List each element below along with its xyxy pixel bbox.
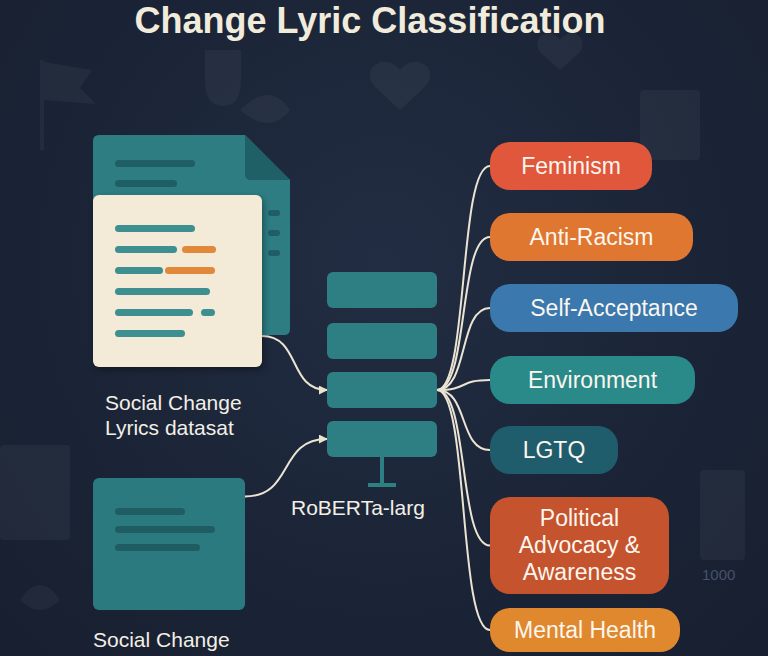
category-pill: Self-Acceptance xyxy=(490,284,738,332)
category-label: Feminism xyxy=(521,153,621,180)
category-pill: Mental Health xyxy=(490,608,680,652)
dataset-document xyxy=(93,478,245,610)
model-stack: RoBERTa-larg xyxy=(285,272,445,522)
text-lines xyxy=(93,195,262,367)
dataset-label: Social Change xyxy=(93,628,293,652)
watermark-number: 1000 xyxy=(702,566,735,583)
category-pill: Anti-Racism xyxy=(490,213,693,261)
category-pill: Feminism xyxy=(490,142,652,190)
dataset-label: Social Change Lyrics datasat xyxy=(105,390,283,440)
document-icon: Social Change Lyrics datasat xyxy=(93,135,292,435)
model-base xyxy=(368,483,396,487)
connector xyxy=(262,336,327,390)
document-icon: Social Change xyxy=(93,478,293,654)
category-label: Mental Health xyxy=(514,617,656,644)
connector xyxy=(437,166,490,390)
model-layer xyxy=(327,372,437,408)
model-layer xyxy=(327,323,437,359)
category-label: Environment xyxy=(528,367,657,394)
connector xyxy=(437,380,490,390)
category-label: Anti-Racism xyxy=(530,224,654,251)
model-layer xyxy=(327,421,437,457)
category-label: LGTQ xyxy=(523,437,586,464)
model-label: RoBERTa-larg xyxy=(291,496,425,520)
dataset-document-front xyxy=(93,195,262,367)
category-pill: LGTQ xyxy=(490,426,618,474)
model-stem xyxy=(380,457,384,485)
connector xyxy=(245,439,327,496)
category-pill: Political Advocacy & Awareness xyxy=(490,497,669,594)
category-pill: Environment xyxy=(490,356,695,404)
connector xyxy=(437,237,490,390)
diagram-title: Change Lyric Classification xyxy=(0,0,740,42)
category-label: Self-Acceptance xyxy=(530,295,697,322)
text-lines xyxy=(93,478,245,610)
model-layer xyxy=(327,272,437,308)
category-label: Political Advocacy & Awareness xyxy=(514,505,645,586)
connector xyxy=(437,390,490,546)
connector xyxy=(437,390,490,630)
connector xyxy=(437,308,490,390)
connector xyxy=(437,390,490,450)
